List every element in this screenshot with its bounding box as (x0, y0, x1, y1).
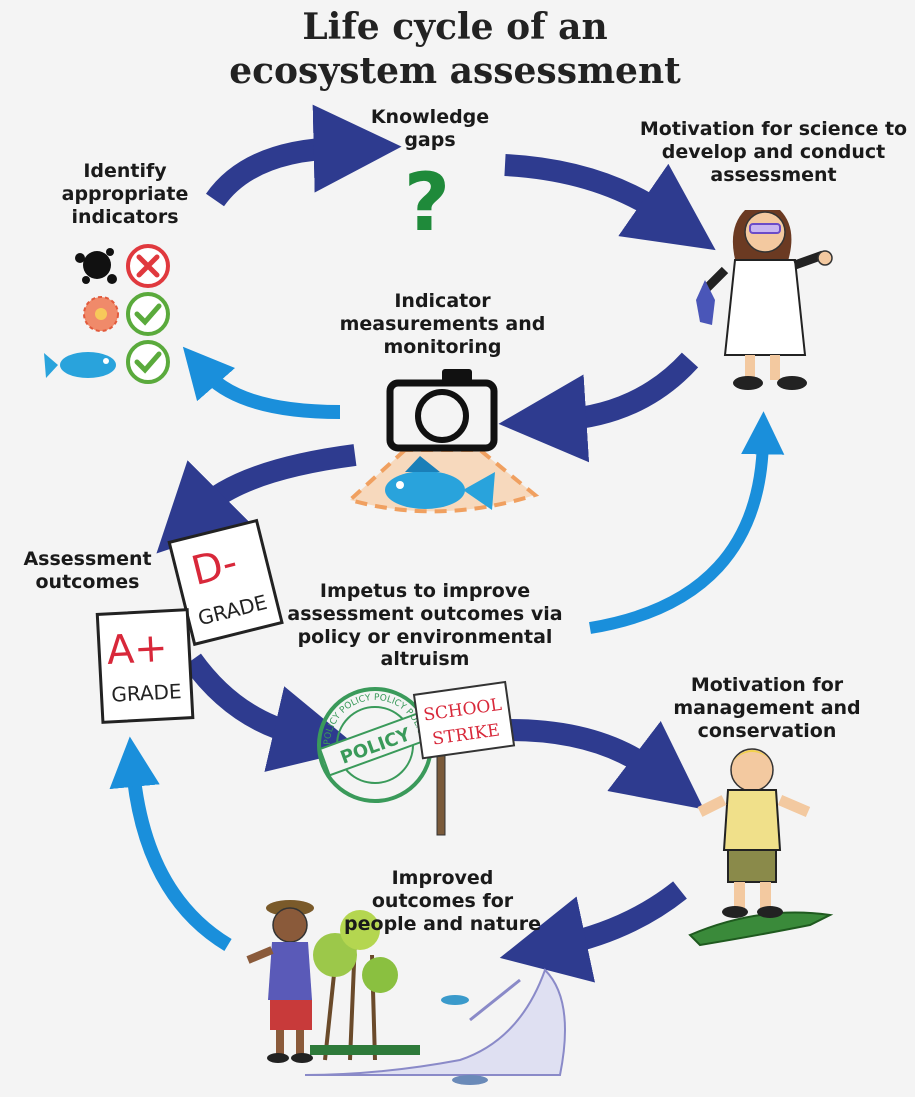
grade-word: GRADE (111, 679, 182, 707)
arrow-management-to-improved (499, 881, 687, 983)
diagram-title: Life cycle of an ecosystem assessment (150, 6, 760, 94)
arrow-improved-to-outcomes (109, 736, 232, 951)
flower-icon (83, 296, 119, 332)
mangroves (310, 910, 420, 1061)
fish-icon (385, 456, 495, 510)
arrow-gaps-to-science (504, 154, 716, 251)
grade-d-letter: D- (187, 539, 242, 595)
label-motivation-management: Motivation for management and conservati… (673, 674, 861, 742)
question-mark-icon: ? (404, 156, 450, 249)
policy-stamp: POLICY POLICY POLICY POLICY POLICY (317, 687, 433, 803)
arrow-sign-to-management (509, 719, 704, 810)
arrow-measurements-to-indicators (182, 346, 341, 419)
title-line-2: ecosystem assessment (229, 49, 681, 92)
grade-paper-d: D- GRADE (167, 518, 284, 647)
grade-paper-a: A+ GRADE (95, 608, 195, 724)
check-icon (126, 292, 170, 336)
water-scene (304, 968, 566, 1085)
arrow-outcomes-to-policy (183, 653, 361, 772)
arrow-indicators-to-gaps (205, 104, 402, 207)
title-line-1: Life cycle of an (302, 6, 608, 48)
cross-icon (126, 244, 170, 288)
arrow-impetus-to-science (589, 411, 785, 634)
manager-figure (688, 748, 834, 947)
label-knowledge-gaps: Knowledge gaps (370, 106, 490, 151)
label-indicator-measurements: Indicator measurements and monitoring (339, 290, 546, 358)
check-icon (126, 340, 170, 384)
camera-icon (386, 369, 498, 452)
label-motivation-science: Motivation for science to develop and co… (639, 118, 908, 186)
arrow-measurements-to-outcomes (156, 444, 357, 554)
label-assessment-outcomes: Assessment outcomes (23, 548, 152, 593)
woman-figure (246, 900, 314, 1063)
label-impetus: Impetus to improve assessment outcomes v… (287, 580, 563, 671)
school-strike-sign: SCHOOL STRIKE (412, 680, 516, 836)
grade-a-letter: A+ (106, 625, 169, 674)
label-improved-outcomes: Improved outcomes for people and nature (344, 867, 541, 935)
fish-icon (44, 352, 116, 378)
scientist-figure (696, 210, 833, 390)
label-identify-indicators: Identify appropriate indicators (61, 160, 189, 228)
arrow-science-to-measurements (498, 352, 699, 463)
ink-splat-icon (75, 248, 117, 284)
